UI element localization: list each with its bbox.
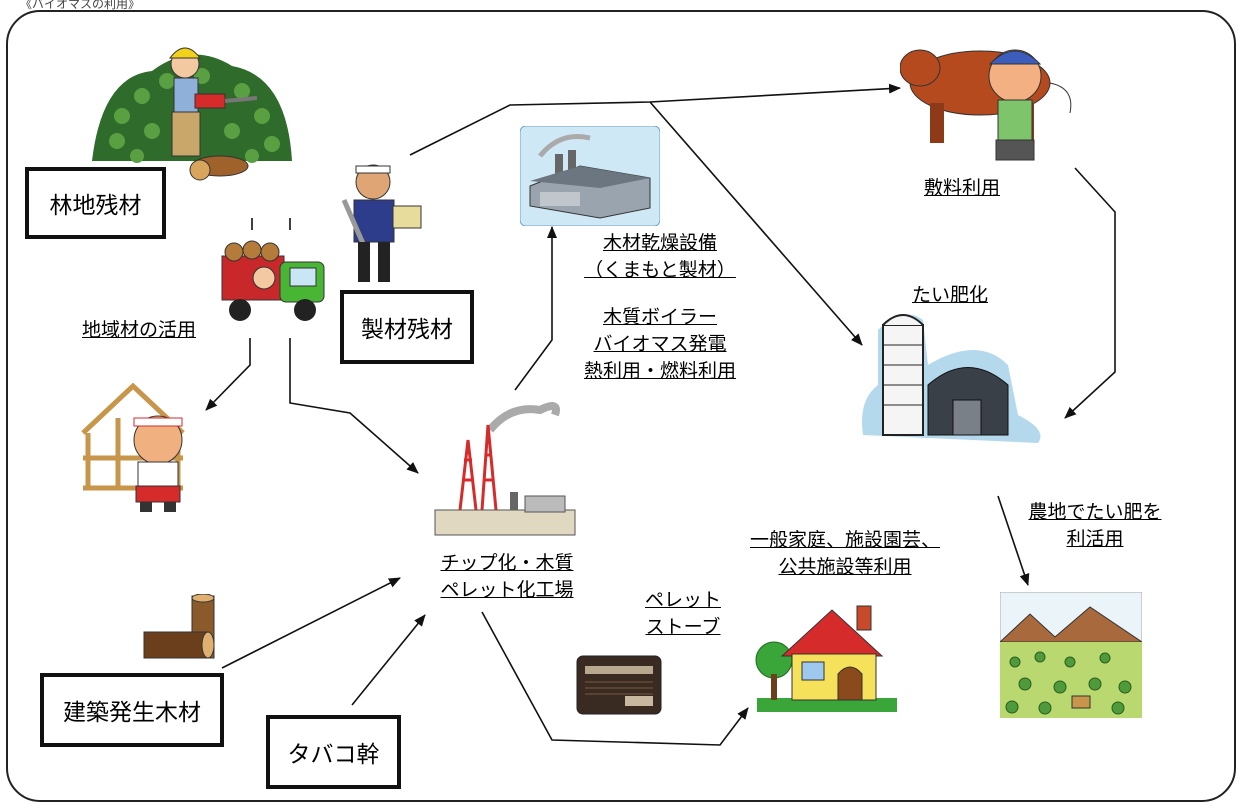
label-drying-facility: 木材乾燥設備 （くまもと製材） xyxy=(584,232,736,281)
wood-logs-illustration xyxy=(143,594,215,659)
arrow-to-farmland xyxy=(997,495,1030,586)
arrow-to-factory xyxy=(289,338,419,474)
label-boiler-uses: 木質ボイラー バイオマス発電 熱利用・燃料利用 xyxy=(583,306,736,382)
truck-illustration xyxy=(221,240,325,321)
source-sawmill-residue: 製材残材 xyxy=(340,290,474,364)
arrow-to-cattle xyxy=(409,83,901,156)
label-farmland-use: 農地でたい肥を 利活用 xyxy=(1028,501,1162,550)
sawmill-worker-illustration xyxy=(341,164,422,282)
label-bedding: 敷料利用 xyxy=(924,177,1001,199)
header-fragment: 《バイオマスの利用》 xyxy=(20,0,141,10)
arrow-to-drying xyxy=(514,226,557,391)
arrow-to-local-wood xyxy=(205,338,251,411)
factory-illustration xyxy=(434,402,576,536)
farmland-illustration xyxy=(1000,592,1142,718)
cattle-farmer-illustration xyxy=(900,49,1072,161)
source-forest-residue: 林地残材 xyxy=(25,167,166,239)
arrow-cattle-to-compost xyxy=(1064,167,1116,419)
label-chip-pellet-factory: チップ化・木質 ペレット化工場 xyxy=(440,552,574,601)
source-construction-wood: 建築発生木材 xyxy=(40,673,224,747)
label-pellet-stove: ペレット ストーブ xyxy=(644,589,721,638)
forest-lumberjack-illustration xyxy=(92,47,292,181)
label-local-wood: 地域材の活用 xyxy=(82,319,197,341)
arrow-construction-to-factory xyxy=(221,577,401,669)
label-compost: たい肥化 xyxy=(912,284,989,306)
diagram-frame xyxy=(6,10,1236,802)
house-frame-illustration xyxy=(81,382,185,512)
house-illustration xyxy=(755,605,897,712)
source-tobacco-stalk: タバコ幹 xyxy=(266,715,401,789)
arrow-tobacco-to-factory xyxy=(351,614,426,706)
arrow-to-compost xyxy=(649,101,863,346)
arrow-to-house xyxy=(481,611,749,746)
label-home-use: 一般家庭、施設園芸、 公共施設等利用 xyxy=(749,529,940,578)
pellet-stove-illustration xyxy=(576,655,662,715)
drying-facility-illustration xyxy=(520,126,660,226)
silo-barn-illustration xyxy=(862,314,1041,443)
